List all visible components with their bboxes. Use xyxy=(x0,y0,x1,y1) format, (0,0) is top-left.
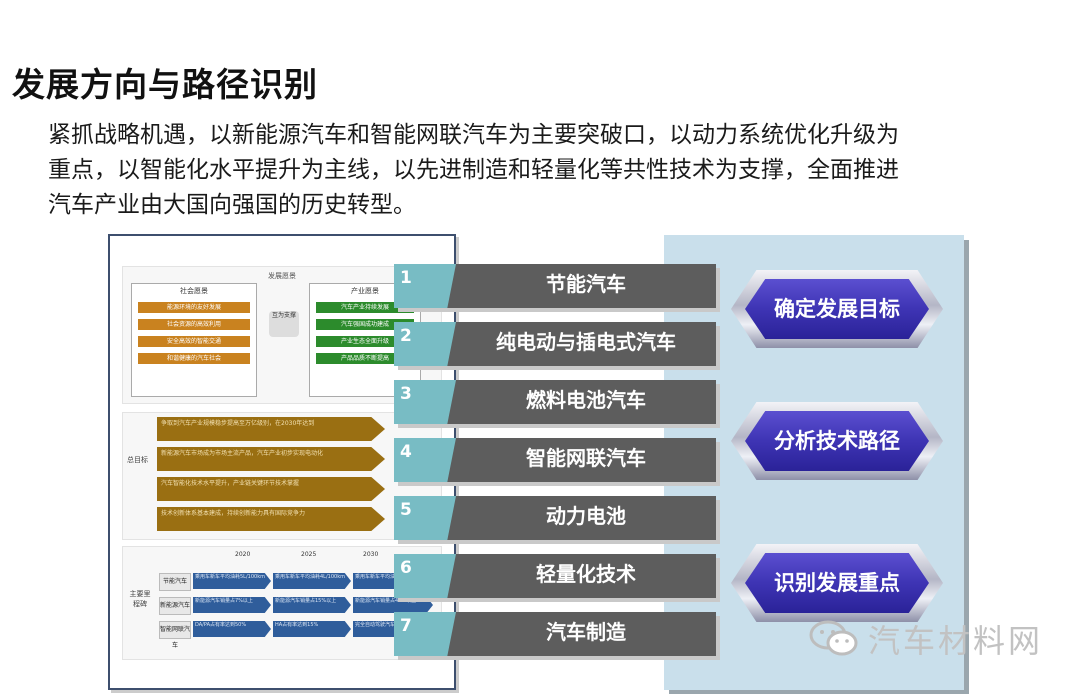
tech-number-tab: 4 xyxy=(394,438,456,482)
intro-line: 汽车产业由大国向强国的历史转型。 xyxy=(48,192,416,218)
vision-title: 发展愿景 xyxy=(268,272,296,280)
milestone-row-label: 节能汽车 xyxy=(159,573,191,591)
milestone-cell: 乘用车新车平均油耗4L/100km xyxy=(273,573,351,589)
wechat-icon xyxy=(809,620,858,656)
milestone-cell: 新能源汽车销量占15%以上 xyxy=(273,597,351,613)
tech-number: 7 xyxy=(400,616,412,636)
milestone-cell: HA占有率达到15% xyxy=(273,621,351,637)
badge-determine-goals: 确定发展目标 xyxy=(731,270,943,348)
society-item: 安全高效的智能交通 xyxy=(138,336,250,347)
year-label: 2030 xyxy=(363,551,379,558)
industry-item: 产品品质不断提高 xyxy=(316,353,414,364)
milestone-cell: 新能源汽车销量占40%以上 xyxy=(353,597,433,613)
tech-item-3: 3 燃料电池汽车 xyxy=(394,380,716,424)
tech-label: 节能汽车 xyxy=(546,272,626,296)
tech-label: 智能网联汽车 xyxy=(526,446,646,470)
milestone-cell: DA/PA占有率达到50% xyxy=(193,621,271,637)
milestone-cell: 新能源汽车销量占7%以上 xyxy=(193,597,271,613)
goal-item: 技术创新体系基本建成，持续创新能力具有国际竞争力 xyxy=(157,507,385,531)
badge-inner: 确定发展目标 xyxy=(745,279,929,339)
tech-number-tab: 6 xyxy=(394,554,456,598)
society-heading: 社会愿景 xyxy=(180,287,208,295)
tech-label: 纯电动与插电式汽车 xyxy=(496,330,676,354)
year-label: 2025 xyxy=(301,551,317,558)
watermark: 汽车材料网 xyxy=(808,612,1054,660)
tech-item-2: 2 纯电动与插电式汽车 xyxy=(394,322,716,366)
tech-item-5: 5 动力电池 xyxy=(394,496,716,540)
year-label: 2020 xyxy=(235,551,251,558)
tech-number: 5 xyxy=(400,500,412,520)
industry-item: 汽车强国成功建成 xyxy=(316,319,414,330)
society-vision: 社会愿景 能源环境的友好发展 社会资源的高效利用 安全高效的智能交通 和谐健康的… xyxy=(131,283,257,397)
tech-number-tab: 2 xyxy=(394,322,456,366)
milestone-row-label: 智能网联汽车 xyxy=(159,621,191,649)
milestones-section: 主要里程碑 2020 2025 2030 节能汽车 乘用车新车平均油耗5L/10… xyxy=(122,546,442,660)
society-item: 社会资源的高效利用 xyxy=(138,319,250,330)
industry-heading: 产业愿景 xyxy=(351,287,379,295)
badge-text: 分析技术路径 xyxy=(774,429,900,453)
intro-line: 紧抓战略机遇，以新能源汽车和智能网联汽车为主要突破口，以动力系统优化升级为 xyxy=(48,122,899,148)
goal-item: 新能源汽车市场成为市场主流产品，汽车产业初步实现电动化 xyxy=(157,447,385,471)
badge-inner: 分析技术路径 xyxy=(745,411,929,471)
badge-identify-priorities: 识别发展重点 xyxy=(731,544,943,622)
tech-label: 动力电池 xyxy=(546,504,626,528)
intro-line: 重点，以智能化水平提升为主线，以先进制造和轻量化等共性技术为支撑，全面推进 xyxy=(48,157,899,183)
tech-number: 6 xyxy=(400,558,412,578)
badge-text: 识别发展重点 xyxy=(774,571,900,595)
industry-item: 汽车产业持续发展 xyxy=(316,302,414,313)
tech-item-4: 4 智能网联汽车 xyxy=(394,438,716,482)
milestones-label: 主要里程碑 xyxy=(129,590,151,608)
goal-item: 争取到汽车产业规模稳步提高至万亿级别，在2030年达到 xyxy=(157,417,385,441)
tech-number: 1 xyxy=(400,268,412,288)
industry-item: 产业生态全面升级 xyxy=(316,336,414,347)
tech-number: 3 xyxy=(400,384,412,404)
tech-label: 燃料电池汽车 xyxy=(526,388,646,412)
tech-number-tab: 3 xyxy=(394,380,456,424)
intro-paragraph: 紧抓战略机遇，以新能源汽车和智能网联汽车为主要突破口，以动力系统优化升级为 重点… xyxy=(48,118,1078,223)
tech-item-7: 7 汽车制造 xyxy=(394,612,716,656)
milestone-row-label: 新能源汽车 xyxy=(159,597,191,615)
tech-number-tab: 1 xyxy=(394,264,456,308)
society-item: 能源环境的友好发展 xyxy=(138,302,250,313)
milestone-cell: 乘用车新车平均油耗5L/100km xyxy=(193,573,271,589)
page-title: 发展方向与路径识别 xyxy=(12,65,318,104)
society-item: 和谐健康的汽车社会 xyxy=(138,353,250,364)
tech-number-tab: 7 xyxy=(394,612,456,656)
support-label: 互为支撑 xyxy=(269,311,299,337)
tech-number: 2 xyxy=(400,326,412,346)
vision-section: 发展愿景 社会愿景 能源环境的友好发展 社会资源的高效利用 安全高效的智能交通 … xyxy=(122,266,442,404)
tech-number: 4 xyxy=(400,442,412,462)
goals-section: 总目标 争取到汽车产业规模稳步提高至万亿级别，在2030年达到 新能源汽车市场成… xyxy=(122,412,442,540)
badge-inner: 识别发展重点 xyxy=(745,553,929,613)
tech-item-1: 1 节能汽车 xyxy=(394,264,716,308)
tech-label: 轻量化技术 xyxy=(536,562,636,586)
tech-number-tab: 5 xyxy=(394,496,456,540)
badge-text: 确定发展目标 xyxy=(774,297,900,321)
watermark-text: 汽车材料网 xyxy=(868,622,1044,660)
goals-label: 总目标 xyxy=(127,456,148,464)
goal-item: 汽车智能化技术水平提升，产业链关键环节技术掌握 xyxy=(157,477,385,501)
tech-label: 汽车制造 xyxy=(546,620,626,644)
tech-item-6: 6 轻量化技术 xyxy=(394,554,716,598)
badge-analyze-paths: 分析技术路径 xyxy=(731,402,943,480)
